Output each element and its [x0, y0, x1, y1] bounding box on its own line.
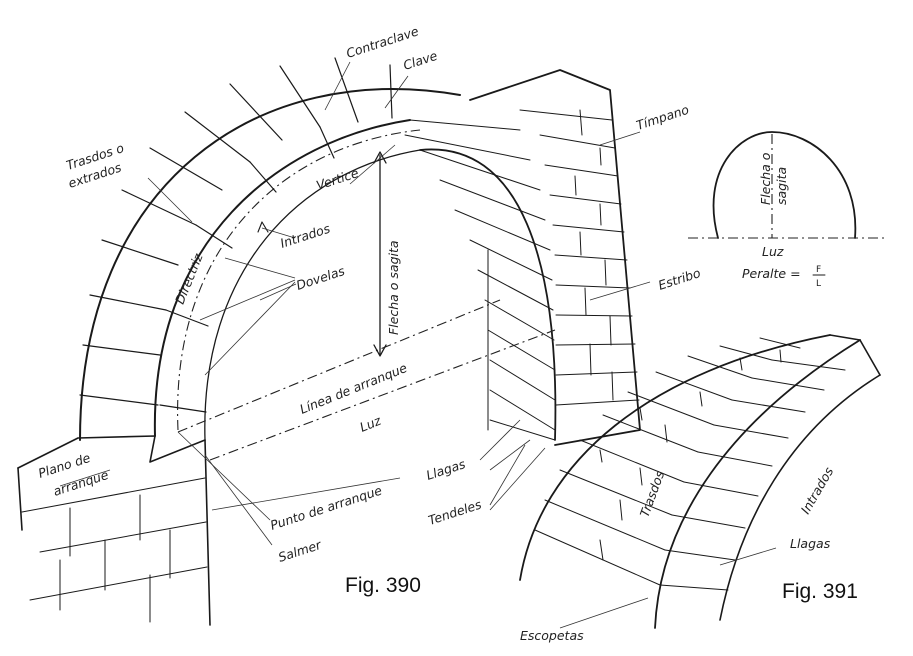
fig391-label-intrados: Intrados	[798, 464, 837, 516]
label-directriz: Directriz	[172, 251, 206, 306]
linea-arranque-line	[177, 299, 501, 433]
fig391-label-llagas: Llagas	[790, 536, 831, 551]
intrados-arrow	[257, 221, 269, 233]
label-flecha: Flecha o sagita	[386, 240, 401, 335]
label-timpano: Tímpano	[634, 102, 691, 133]
vault-courses	[534, 337, 846, 591]
tympanum-courses	[519, 109, 640, 406]
label-linea-arranque: Línea de arranque	[298, 360, 410, 417]
label-dovelas: Dovelas	[294, 263, 347, 293]
leader-lines	[59, 61, 651, 546]
label-punto-arranque: Punto de arranque	[268, 482, 384, 532]
barrel-rear-curve	[419, 148, 557, 441]
peralte-luz: Luz	[762, 244, 784, 259]
vault-outer-edge	[519, 334, 831, 581]
barrel-courses	[404, 119, 556, 441]
peralte-numerator: F	[816, 265, 821, 275]
peralte-flecha-1: Flecha o	[758, 152, 773, 205]
peralte-figure	[688, 131, 885, 239]
directriz-line	[177, 129, 421, 431]
intrados-curve	[153, 119, 411, 437]
wall-right-edge	[204, 439, 211, 626]
fig391-label-escopetas: Escopetas	[520, 628, 584, 643]
label-luz: Luz	[358, 413, 384, 435]
caption-fig390: Fig. 390	[345, 574, 421, 597]
label-tendeles: Tendeles	[426, 496, 483, 527]
label-intrados: Intrados	[278, 221, 332, 251]
dovela-joints	[79, 57, 393, 413]
caption-fig391: Fig. 391	[782, 580, 858, 603]
label-salmer: Salmer	[276, 537, 323, 565]
vault-top-edge	[829, 334, 881, 376]
flecha-arrow-bottom	[373, 344, 387, 357]
peralte-label: Peralte =	[742, 266, 801, 281]
label-clave: Clave	[401, 48, 439, 73]
vault-leaders	[559, 547, 777, 629]
wall-left-edge	[17, 467, 23, 531]
label-llagas: Llagas	[424, 456, 467, 483]
luz-line	[209, 329, 556, 461]
trasdos-curve	[79, 88, 461, 441]
label-vertice: Vertice	[314, 165, 360, 193]
wall-courses	[21, 477, 208, 623]
peralte-flecha-2: sagita	[774, 167, 789, 205]
label-estribo: Estribo	[656, 265, 702, 293]
flecha-arrow-top	[373, 151, 387, 164]
peralte-arch-curve	[712, 131, 857, 239]
fig391-vault	[519, 334, 881, 629]
vault-inner-edge	[719, 374, 881, 621]
tympanum-outline	[469, 69, 641, 446]
peralte-denominator: L	[816, 279, 821, 289]
intrados-inner-curve	[204, 149, 421, 441]
fig390-arch	[17, 57, 651, 626]
